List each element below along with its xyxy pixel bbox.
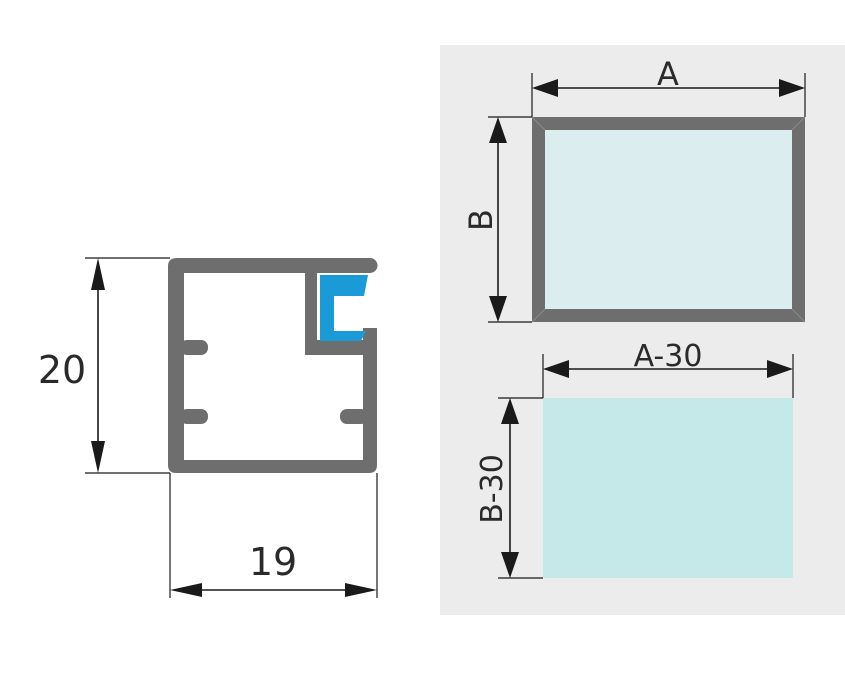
dimension-height-20: 20	[38, 257, 170, 474]
framed-glass-view: A B	[462, 55, 806, 323]
glass-pane	[543, 398, 793, 578]
profile-nub-left-upper	[180, 340, 208, 355]
profile-nub-left-lower	[180, 409, 208, 424]
width-label: 19	[249, 540, 297, 584]
profile-nub-right	[340, 409, 368, 424]
frame-height-label: B	[462, 209, 500, 231]
glass-pane-view: A-30 B-30	[475, 339, 794, 579]
frame-glass	[545, 130, 792, 309]
glass-width-label: A-30	[634, 339, 703, 374]
rubber-gasket	[320, 275, 368, 341]
profile-cross-section	[168, 258, 378, 473]
frame-width-label: A	[657, 55, 679, 93]
glass-height-label: B-30	[475, 454, 510, 524]
dimension-width-19: 19	[169, 473, 378, 598]
height-label: 20	[38, 348, 86, 392]
